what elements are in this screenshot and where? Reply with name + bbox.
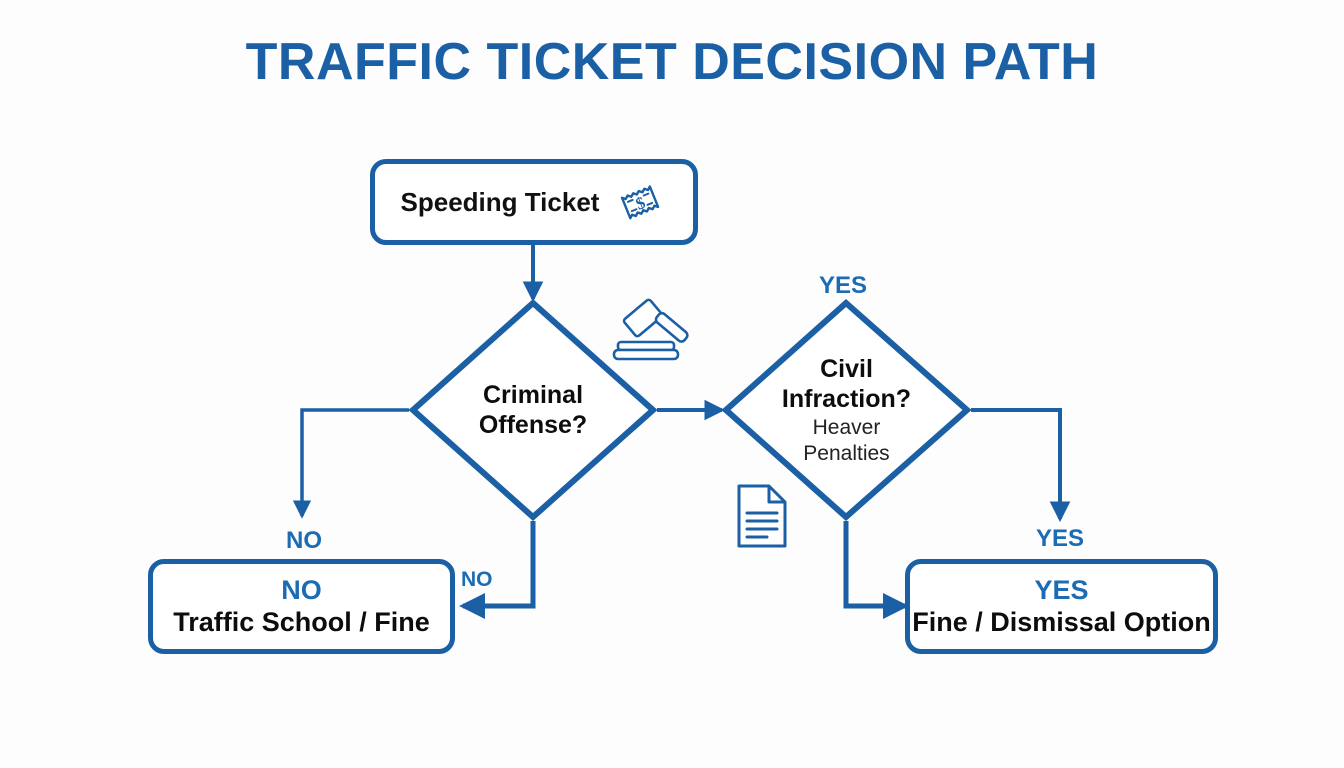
edge-label-civil-yes-right: YES — [1036, 525, 1085, 552]
speeding-ticket-content: Speeding Ticket $ — [401, 176, 668, 228]
civil-infraction-diamond-shape — [722, 299, 971, 521]
edge-label-criminal-no-bottom: NO — [461, 568, 493, 591]
node-civil-infraction[interactable]: Civil Infraction? Heaver Penalties — [722, 299, 971, 521]
criminal-offense-line1: Criminal — [482, 381, 584, 409]
edge-civil-to-right-box — [843, 521, 909, 619]
edge-civil-yes-right — [971, 408, 1071, 523]
criminal-offense-line2: Offense? — [478, 411, 588, 439]
outcome-left-detail: Traffic School / Fine — [173, 606, 430, 637]
edge-label-criminal-no-left: NO — [286, 527, 322, 554]
edge-criminal-no-bottom — [459, 521, 536, 619]
gavel-icon — [608, 296, 700, 373]
outcome-right-detail: Fine / Dismissal Option — [912, 606, 1211, 637]
edge-criminal-no-left — [292, 408, 409, 519]
civil-infraction-sub2: Penalties — [803, 442, 890, 465]
civil-infraction-line1: Civil — [820, 354, 873, 383]
criminal-offense-diamond-shape — [409, 299, 657, 521]
civil-infraction-text: Civil Infraction? Heaver Penalties — [722, 299, 971, 525]
civil-infraction-line2: Infraction? — [781, 384, 912, 413]
node-speeding-ticket[interactable]: Speeding Ticket $ — [370, 159, 698, 245]
edge-label-civil-yes-top: YES — [819, 272, 868, 299]
ticket-dollar-icon: $ — [615, 176, 667, 228]
outcome-right-answer: YES — [1034, 575, 1089, 606]
document-icon — [733, 482, 791, 555]
page-title: TRAFFIC TICKET DECISION PATH — [245, 33, 1099, 91]
outcome-left-answer: NO — [281, 575, 322, 606]
node-outcome-fine-dismissal[interactable]: YES Fine / Dismissal Option — [905, 559, 1218, 654]
speeding-ticket-label: Speeding Ticket — [400, 186, 600, 217]
node-criminal-offense[interactable]: Criminal Offense? — [409, 299, 657, 521]
civil-infraction-sub1: Heaver — [812, 415, 881, 439]
criminal-offense-text: Criminal Offense? — [409, 299, 657, 521]
node-outcome-traffic-school[interactable]: NO Traffic School / Fine — [148, 559, 455, 654]
